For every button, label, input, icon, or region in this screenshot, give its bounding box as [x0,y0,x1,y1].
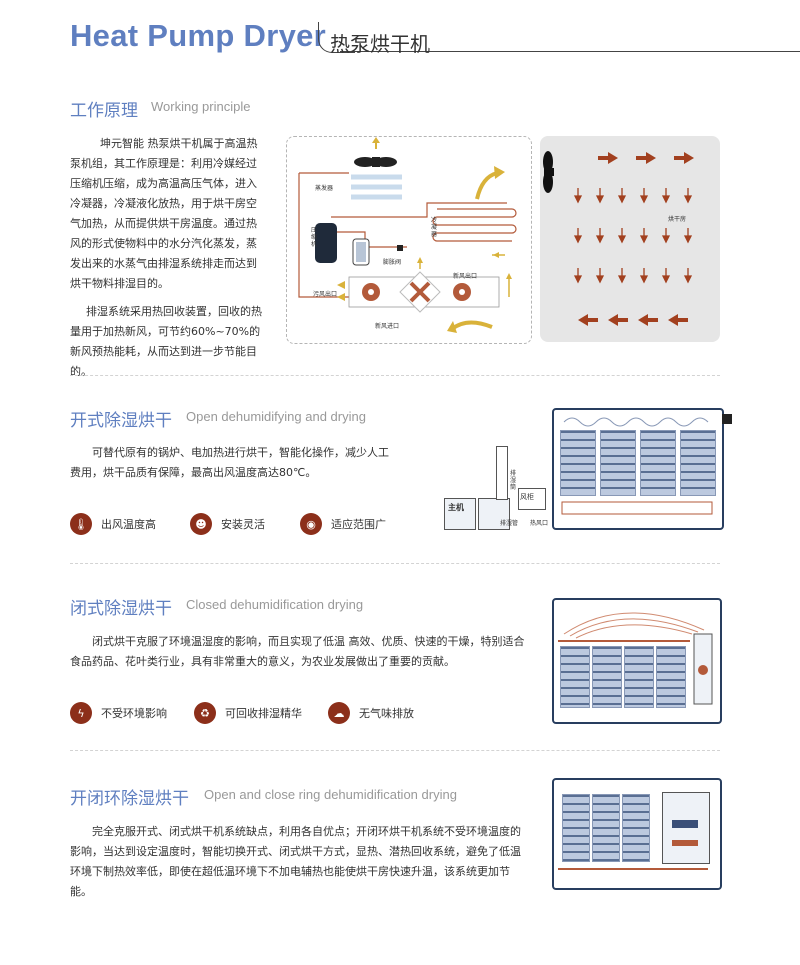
evaporator-coil [351,174,402,200]
feature-label: 出风温度高 [101,518,156,531]
feature-label: 安装灵活 [221,518,265,531]
drying-room-box [552,408,724,530]
recycle-drops-icon: ♻ [194,702,216,724]
label-fresh-air-in: 新风进口 [375,323,400,330]
feature-label: 适应范围广 [331,518,386,531]
section-divider [70,563,720,564]
feature-label: 无气味排放 [359,707,414,720]
section-divider [70,750,720,751]
section-subtitle-open-dehumidifying: Open dehumidifying and drying [186,409,366,424]
heat-pump-circuit-svg [298,137,517,333]
feature-odorless: ☁ 无气味排放 [328,702,414,724]
label-host: 主机 [448,503,464,512]
label-evaporator: 蒸发器 [315,185,334,192]
feature-label: 可回收排湿精华 [225,707,302,720]
feature-recover-essence: ♻ 可回收排湿精华 [194,702,302,724]
open-system-diagram: 主机 风柜 排湿筒 排湿管 热风口 [440,408,740,533]
hybrid-system-diagram [552,778,722,890]
feature-label: 不受环境影响 [101,707,167,720]
label-waste-air-out: 污风出口 [313,291,338,298]
label-hot-air: 热风口 [530,520,549,527]
feature-env-independent: ϟ 不受环境影响 [70,702,167,724]
condenser-coil [432,208,517,242]
title-divider-line [340,51,800,52]
exhaust-fan [722,414,732,424]
label-expansion-valve: 膨胀阀 [383,259,402,266]
page-title-cn: 热泵烘干机 [330,32,430,56]
closed-system-diagram [552,598,722,724]
label-compressor: 压缩机 [311,227,318,248]
working-principle-paragraph-2: 排湿系统采用热回收装置，回收的热量用于加热新风，可节约60%~70%的新风预热能… [70,305,262,378]
label-condenser: 冷凝器 [431,217,438,238]
section-subtitle-closed-dehumidification: Closed dehumidification drying [186,597,364,612]
section-title-working-principle: 工作原理 [70,101,138,121]
drying-room-airflow-svg [543,151,694,326]
fan-icon [543,151,554,193]
cloud-icon: ☁ [328,702,350,724]
airflow-arrows-top [598,152,694,164]
working-principle-paragraph-1: 坤元智能 热泵烘干机属于高温热泵机组，其工作原理是：利用冷媒经过压缩机压缩，成为… [70,137,258,290]
section-subtitle-open-close-ring: Open and close ring dehumidification dry… [204,787,457,802]
thermometer-icon: 🌡 [70,513,92,535]
airflow-arrows-down [573,188,693,284]
label-fresh-air-out: 新风出口 [453,273,478,280]
airflow-arrows-bottom [578,314,688,326]
host-unit-2 [478,498,510,530]
label-dehumid-stack: 排湿筒 [510,470,517,491]
lightning-icon: ϟ [70,702,92,724]
fan-cabinet [518,488,546,510]
dehumid-stack [496,446,508,500]
open-close-ring-body: 完全克服开式、闭式烘干机系统缺点，利用各自优点；开闭环烘干机系统不受环境温度的影… [70,825,521,898]
feature-high-outlet-temp: 🌡 出风温度高 [70,513,156,535]
label-drying-room: 烘干房 [668,216,687,223]
fan-icon [354,157,397,167]
worker-icon: ☻ [190,513,212,535]
section-divider [70,375,720,376]
heat-pump-circuit-diagram: 蒸发器 压缩机 冷凝器 膨胀阀 新风出口 污风出口 新风进口 [286,136,532,344]
section-title-closed-dehumidification: 闭式除湿烘干 [70,599,172,619]
section-subtitle-working-principle: Working principle [151,99,251,114]
compressor [315,223,337,263]
section-title-open-close-ring: 开闭环除湿烘干 [70,789,189,809]
drying-room-airflow-panel: 烘干房 [540,136,720,342]
open-dehumidifying-body: 可替代原有的锅炉、电加热进行烘干，智能化操作，减少人工费用，烘干品质有保障，最高… [70,446,389,479]
radar-icon: ◉ [300,513,322,535]
feature-wide-range: ◉ 适应范围广 [300,513,386,535]
label-dehumid-pipe: 排湿管 [500,520,519,527]
feature-flexible-install: ☻ 安装灵活 [190,513,265,535]
heat-recovery-exchanger [399,271,441,313]
label-fan-cabinet: 风柜 [520,493,534,501]
page-title-en: Heat Pump Dryer [70,18,327,53]
title-divider-curve [318,22,355,53]
section-title-open-dehumidifying: 开式除湿烘干 [70,411,172,431]
host-unit-1 [444,498,476,530]
closed-dehumidification-body: 闭式烘干克服了环境温湿度的影响，而且实现了低温 高效、优质、快速的干燥，特别适合… [70,635,525,668]
